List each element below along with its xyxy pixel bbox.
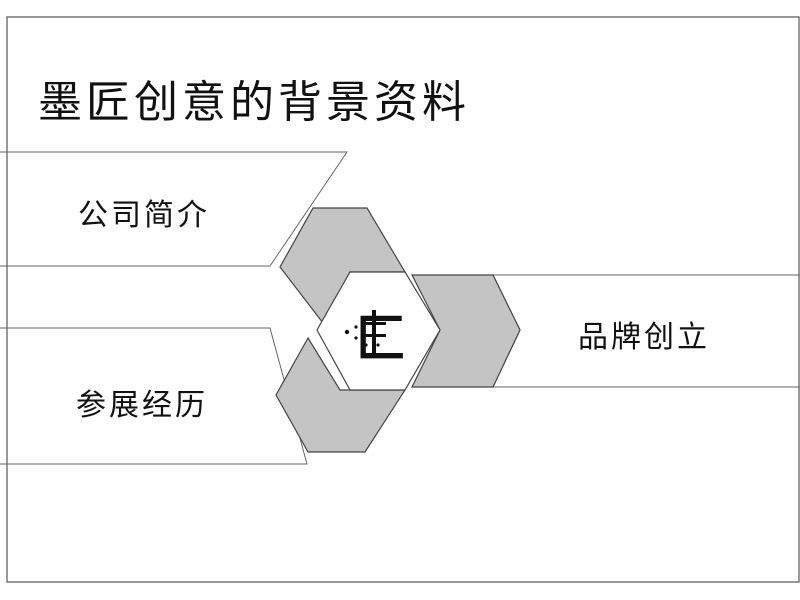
center-hexagon [316, 271, 441, 391]
slide-frame [6, 16, 800, 583]
item-label-brand-founding: 品牌创立 [578, 320, 710, 355]
page-title: 墨匠创意的背景资料 [38, 77, 470, 128]
svg-text:匚: 匚 [355, 309, 407, 370]
hex-segment-bottom [275, 336, 407, 453]
item-label-exhibition-history: 参展经历 [76, 388, 208, 423]
mojiang-logo-icon: 匚 [344, 309, 407, 370]
band-company-intro [0, 151, 348, 267]
item-label-company-intro: 公司简介 [78, 198, 210, 233]
